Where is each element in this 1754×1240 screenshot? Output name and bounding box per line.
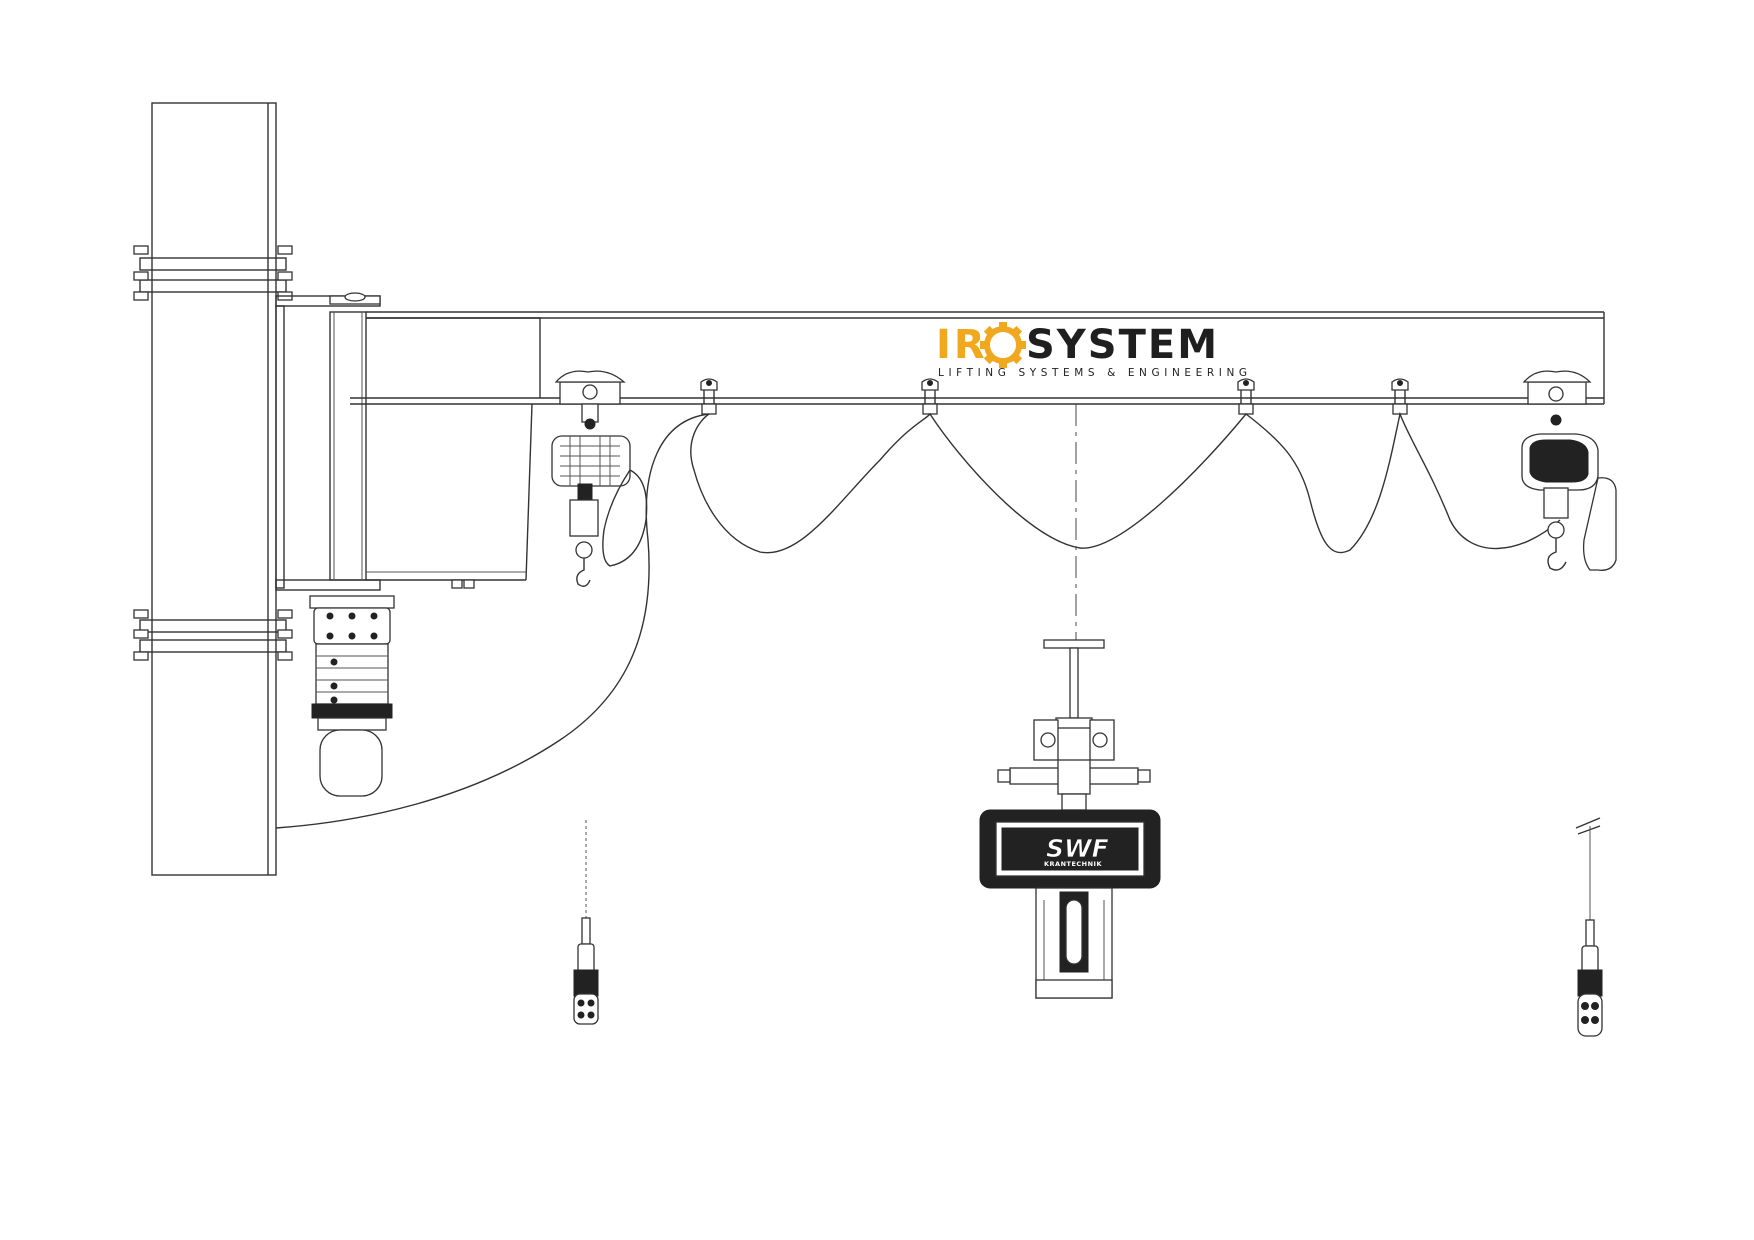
hoist-brand-sub: KRANTECHNIK [1044,860,1102,868]
pendant-control-icon [577,999,595,1019]
cable-trolleys [700,378,1409,415]
cable-trolley [1237,378,1255,415]
left-pendant-control [573,820,599,1025]
crane-hook-icon [576,558,591,587]
slewing-motor [309,595,395,797]
company-logo: IR O SYSTEM LIFTING SYSTEMS & ENGINEERIN… [936,322,1252,379]
lower-clamp [133,609,293,661]
jib-arm [350,311,1605,589]
cable-trolley [700,378,718,415]
logo-tagline: LIFTING SYSTEMS & ENGINEERING [938,367,1252,379]
pivot-bracket [275,292,381,591]
left-hoist [551,370,648,587]
pendant-control-icon [1581,1002,1599,1024]
center-hoist: SWF KRANTECHNIK [979,639,1161,999]
gear-icon [980,322,1026,368]
cable-trolley [1391,378,1409,415]
support-column [151,102,277,876]
festoon-cable [275,411,1561,829]
hoist-brand: SWF [1046,834,1109,863]
crane-hook-icon [1547,538,1567,571]
cable-trolley [921,378,939,415]
right-pendant-control [1575,817,1603,1037]
logo-word-left: IR [936,322,988,368]
logo-word-right: SYSTEM [1026,322,1219,368]
right-hoist [1521,370,1617,571]
